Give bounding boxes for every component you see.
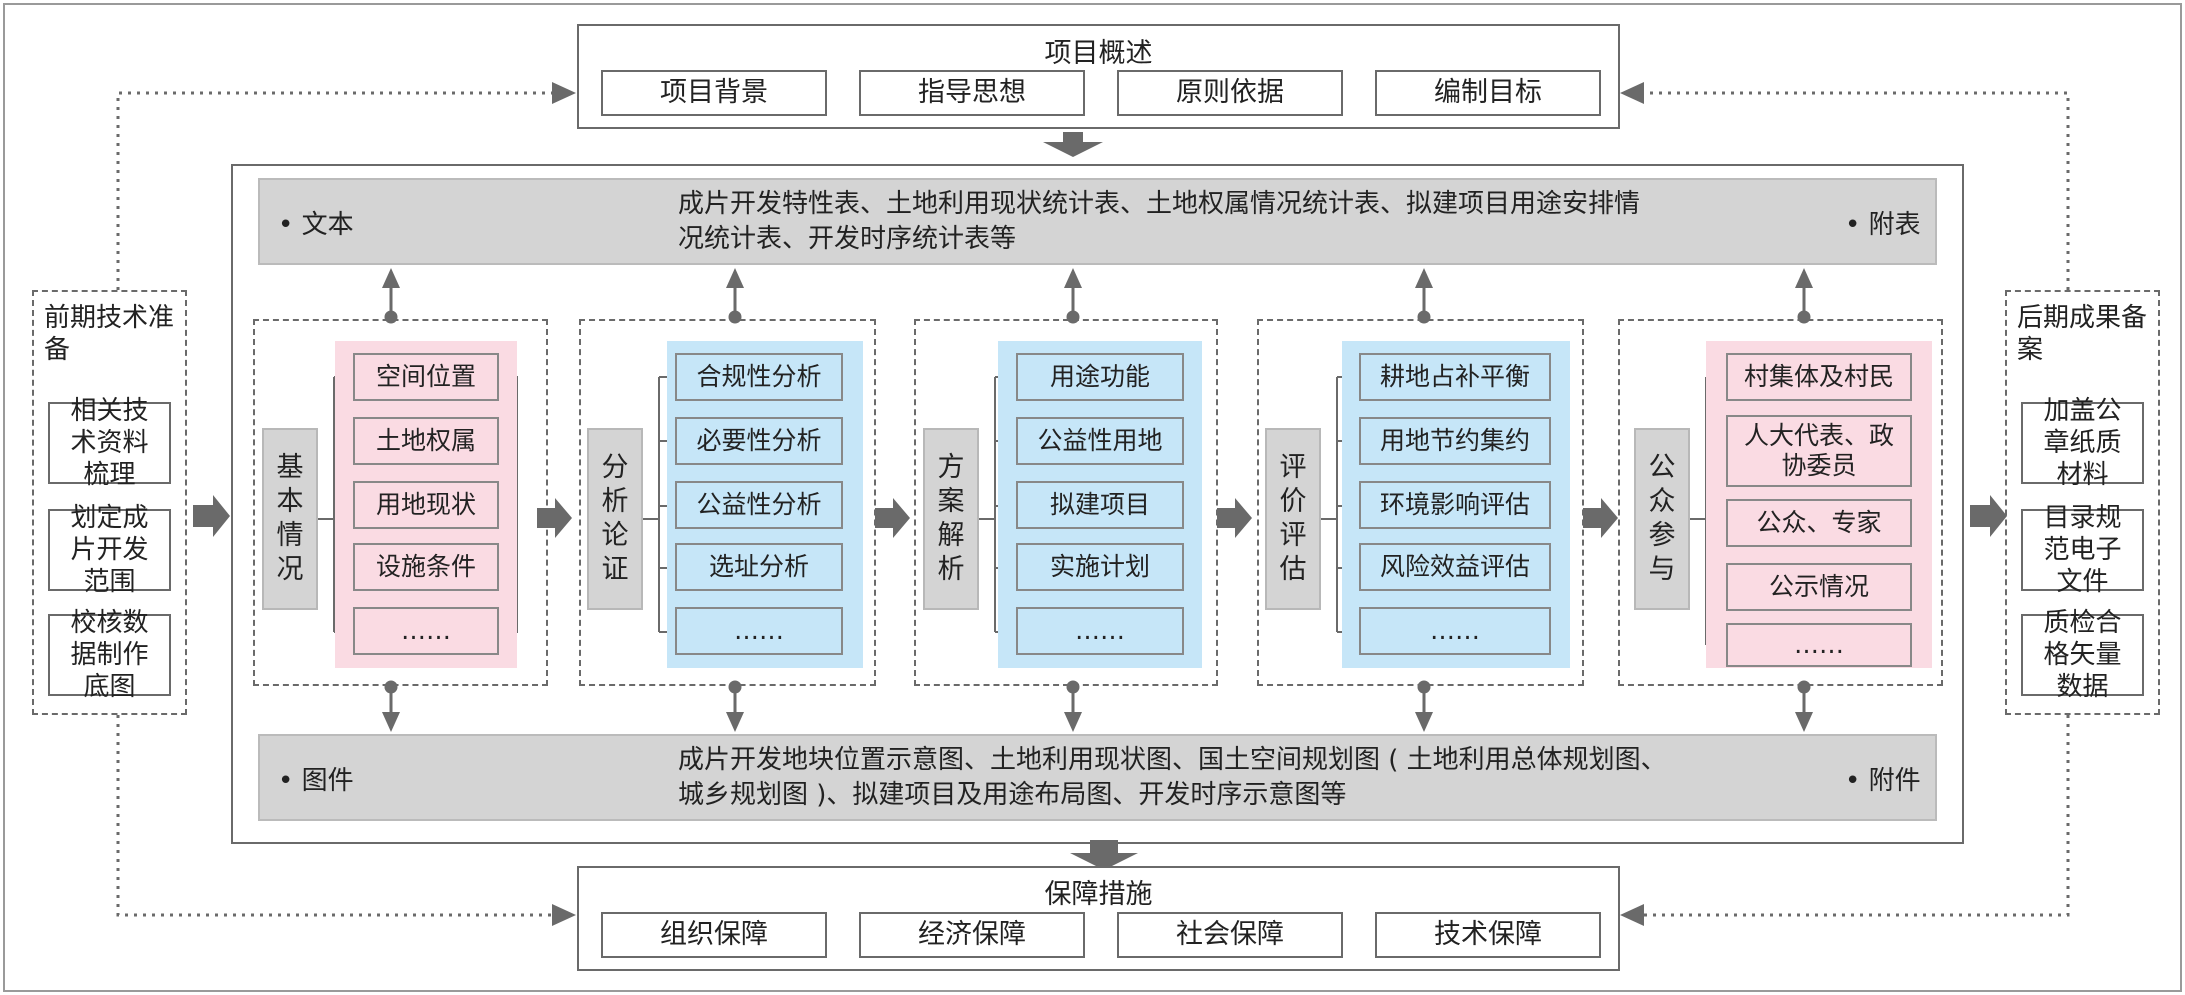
text-bar: • 文本 成片开发特性表、土地利用现状统计表、土地权属情况统计表、拟建项目用途安… <box>258 178 1937 265</box>
safeguards-item-2: 经济保障 <box>859 912 1085 958</box>
diagram-frame <box>3 3 2182 992</box>
figure-bar: • 图件 成片开发地块位置示意图、土地利用现状图、国土空间规划图 ( 土地利用总… <box>258 734 1937 821</box>
up-arrow-stage-4 <box>1415 268 1433 324</box>
figure-bar-line-1: 成片开发地块位置示意图、土地利用现状图、国土空间规划图 ( 土地利用总体规划图、 <box>678 745 1667 775</box>
right-panel-item: 质检合格矢量数据 <box>2021 608 2144 702</box>
left-panel-item: 校核数据制作底图 <box>48 608 171 702</box>
stage-2-item: 合规性分析 <box>675 353 843 401</box>
safeguards-item-4: 技术保障 <box>1375 912 1601 958</box>
stage-1-item: 土地权属 <box>353 417 499 465</box>
overview-item-2: 指导思想 <box>859 70 1085 116</box>
stage-1-item: …… <box>353 607 499 655</box>
stage-3-label: 方案解析 <box>923 428 979 610</box>
left-panel-item: 相关技术资料梳理 <box>48 396 171 490</box>
left-panel-title: 前期技术准备 <box>44 303 175 365</box>
figure-bar-left: • 图件 <box>278 766 354 796</box>
block-arrow-right-out <box>1970 495 2007 537</box>
block-arrow-left-in <box>193 495 230 537</box>
down-arrow-stage-4 <box>1415 680 1433 732</box>
stage-2-item: …… <box>675 607 843 655</box>
figure-bar-line-2: 城乡规划图 )、拟建项目及用途布局图、开发时序示意图等 <box>678 780 1347 810</box>
stage-3-item: …… <box>1016 607 1184 655</box>
right-panel-item: 加盖公章纸质材料 <box>2021 396 2144 490</box>
safeguards-item-3: 社会保障 <box>1117 912 1343 958</box>
safeguards-item-1: 组织保障 <box>601 912 827 958</box>
overview-item-3: 原则依据 <box>1117 70 1343 116</box>
right-panel-title: 后期成果备案 <box>2017 303 2148 365</box>
dotted-arrow-left-top <box>116 91 568 290</box>
stage-4-item: 环境影响评估 <box>1359 481 1551 529</box>
stage-3-item: 公益性用地 <box>1016 417 1184 465</box>
stage-2-label: 分析论证 <box>587 428 643 610</box>
stage-4-item: …… <box>1359 607 1551 655</box>
text-bar-right: • 附表 <box>1845 210 1921 240</box>
stage-3-item: 用途功能 <box>1016 353 1184 401</box>
overview-item-4: 编制目标 <box>1375 70 1601 116</box>
stage-5-item: 公众、专家 <box>1726 499 1912 547</box>
block-arrow-stage-3-4 <box>1217 498 1252 538</box>
block-arrow-safeguard-down <box>1070 840 1138 870</box>
stage-3: 方案解析 用途功能 公益性用地 拟建项目 实施计划 …… <box>914 319 1218 686</box>
up-arrow-stage-1 <box>382 268 400 324</box>
stage-5-item: 公示情况 <box>1726 563 1912 611</box>
overview-box: 项目概述 项目背景 指导思想 原则依据 编制目标 <box>577 24 1620 129</box>
figure-bar-content: 成片开发地块位置示意图、土地利用现状图、国土空间规划图 ( 土地利用总体规划图、… <box>678 743 1678 813</box>
safeguards-title: 保障措施 <box>1044 879 1153 910</box>
dotted-arrow-right-top <box>1630 91 2070 290</box>
text-bar-content: 成片开发特性表、土地利用现状统计表、土地权属情况统计表、拟建项目用途安排情 况统… <box>678 187 1678 257</box>
stage-4: 评价评估 耕地占补平衡 用地节约集约 环境影响评估 风险效益评估 …… <box>1257 319 1584 686</box>
text-bar-left: • 文本 <box>278 210 354 240</box>
block-arrow-overview-down <box>1043 132 1103 157</box>
figure-bar-right: • 附件 <box>1845 766 1921 796</box>
stage-4-label: 评价评估 <box>1265 428 1321 610</box>
stage-2-item: 选址分析 <box>675 543 843 591</box>
overview-title: 项目概述 <box>1044 38 1153 69</box>
left-panel: 前期技术准备 相关技术资料梳理 划定成片开发范围 校核数据制作底图 <box>32 290 187 715</box>
overview-item-1: 项目背景 <box>601 70 827 116</box>
right-panel-item: 目录规范电子文件 <box>2021 503 2144 597</box>
stage-5: 公众参与 村集体及村民 人大代表、政协委员 公众、专家 公示情况 …… <box>1618 319 1943 686</box>
dotted-arrow-left-bottom <box>116 715 568 917</box>
stage-1-item: 设施条件 <box>353 543 499 591</box>
stage-4-item: 用地节约集约 <box>1359 417 1551 465</box>
stage-4-item: 耕地占补平衡 <box>1359 353 1551 401</box>
stage-3-item: 拟建项目 <box>1016 481 1184 529</box>
text-bar-line-2: 况统计表、开发时序统计表等 <box>678 224 1017 254</box>
down-arrow-stage-1 <box>382 680 400 732</box>
right-panel: 后期成果备案 加盖公章纸质材料 目录规范电子文件 质检合格矢量数据 <box>2005 290 2160 715</box>
stage-1-item: 用地现状 <box>353 481 499 529</box>
stage-1-item: 空间位置 <box>353 353 499 401</box>
stage-4-item: 风险效益评估 <box>1359 543 1551 591</box>
main-container <box>231 164 1964 844</box>
text-bar-line-1: 成片开发特性表、土地利用现状统计表、土地权属情况统计表、拟建项目用途安排情 <box>678 189 1641 219</box>
stage-1-label: 基本情况 <box>262 428 318 610</box>
stage-5-label: 公众参与 <box>1634 428 1690 610</box>
block-arrow-stage-1-2 <box>537 498 572 538</box>
block-arrow-stage-2-3 <box>875 498 910 538</box>
dotted-arrow-right-bottom <box>1630 715 2070 917</box>
stage-2-item: 必要性分析 <box>675 417 843 465</box>
safeguards-box: 保障措施 组织保障 经济保障 社会保障 技术保障 <box>577 866 1620 971</box>
block-arrow-stage-4-5 <box>1583 498 1618 538</box>
down-arrow-stage-2 <box>726 680 744 732</box>
stage-5-item: …… <box>1726 623 1912 667</box>
stage-2: 分析论证 合规性分析 必要性分析 公益性分析 选址分析 …… <box>579 319 876 686</box>
left-panel-item: 划定成片开发范围 <box>48 503 171 597</box>
stage-2-item: 公益性分析 <box>675 481 843 529</box>
stage-5-item: 村集体及村民 <box>1726 353 1912 401</box>
stage-1: 基本情况 空间位置 土地权属 用地现状 设施条件 …… <box>253 319 548 686</box>
stage-3-item: 实施计划 <box>1016 543 1184 591</box>
stage-5-item: 人大代表、政协委员 <box>1726 415 1912 487</box>
